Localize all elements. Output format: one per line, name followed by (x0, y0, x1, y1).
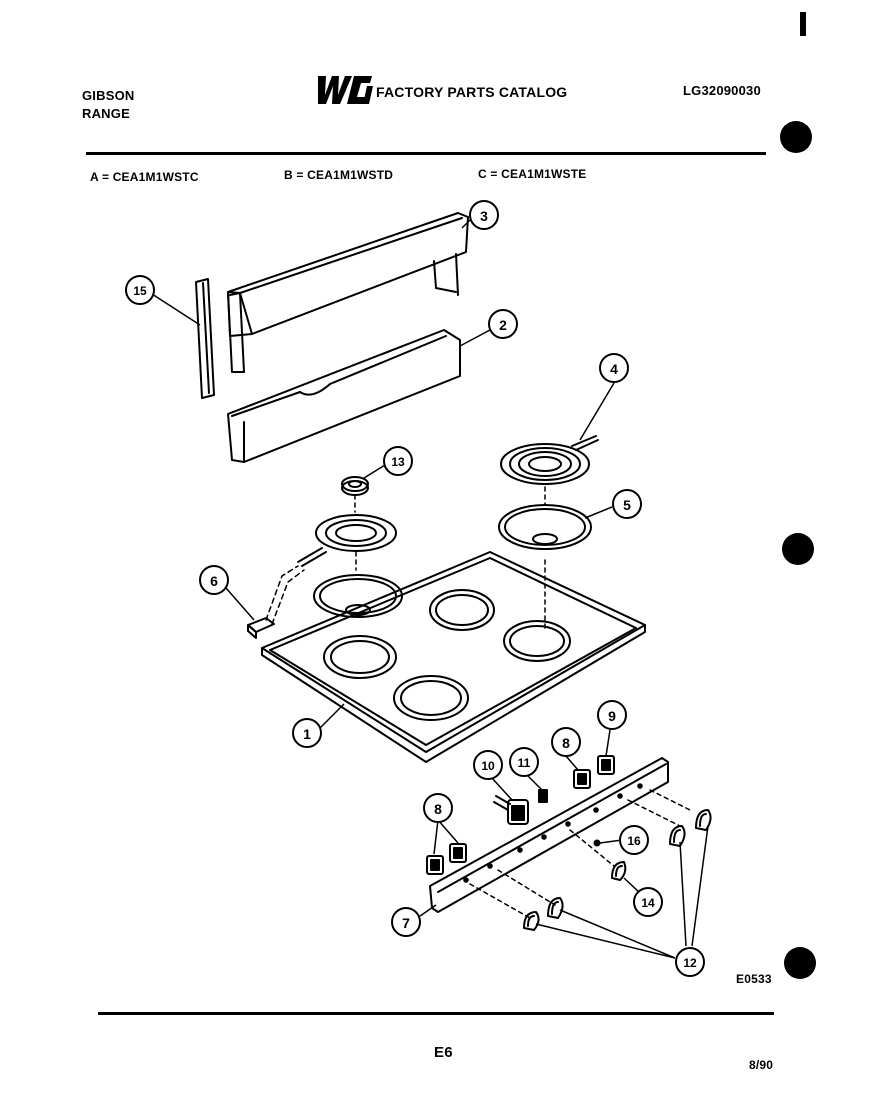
header-rule (86, 152, 766, 155)
footer-rule (98, 1012, 774, 1015)
part-knob-8-left-a (426, 855, 444, 875)
callout-circle-4 (599, 353, 629, 383)
callout-8a: 8 (434, 801, 442, 817)
catalog-title: FACTORY PARTS CATALOG (376, 84, 568, 100)
callout-13: 13 (391, 455, 405, 469)
callout-2: 2 (499, 317, 507, 333)
callout-circle-10 (473, 750, 503, 780)
callout-11: 11 (518, 756, 531, 770)
part-cooktop (261, 551, 646, 763)
drawing-code: E0533 (736, 972, 772, 986)
callout-9: 9 (608, 708, 616, 724)
revision-date: 8/90 (749, 1058, 774, 1072)
callout-7: 7 (402, 915, 410, 931)
callout-1: 1 (303, 726, 311, 742)
page-number: E6 (434, 1044, 453, 1061)
callout-14: 14 (641, 896, 655, 910)
callout-circle-16 (619, 825, 649, 855)
callout-4: 4 (610, 361, 618, 377)
callout-circle-3 (469, 200, 499, 230)
part-surface-element-right (500, 435, 599, 506)
part-terminal-block (247, 565, 305, 639)
brand-name: GIBSON (82, 88, 135, 103)
callout-circles (125, 200, 705, 977)
product-type: RANGE (82, 106, 130, 121)
callout-5: 5 (623, 497, 631, 513)
callout-circle-1 (292, 718, 322, 748)
part-drip-bowl-left (313, 574, 403, 618)
callout-circle-8b (551, 727, 581, 757)
scan-mark (800, 12, 806, 36)
callout-circle-12 (675, 947, 705, 977)
callout-circle-8a (423, 793, 453, 823)
callout-15: 15 (133, 284, 147, 298)
catalog-code: LG32090030 (683, 83, 761, 98)
part-mounting-brackets (523, 809, 712, 931)
binder-hole-top (780, 121, 812, 153)
part-screw (593, 839, 601, 847)
callout-16: 16 (627, 834, 641, 848)
callout-circle-13 (383, 446, 413, 476)
callout-circle-9 (597, 700, 627, 730)
binder-hole-middle (782, 533, 814, 565)
callout-circle-14 (633, 887, 663, 917)
part-lower-panel (227, 329, 461, 463)
model-b: B = CEA1M1WSTD (284, 168, 394, 182)
callout-circle-15 (125, 275, 155, 305)
part-knob-8-right (573, 769, 591, 789)
part-knob-9 (597, 755, 615, 775)
callout-10: 10 (481, 759, 495, 773)
callout-6: 6 (210, 573, 218, 589)
part-surface-element-left (297, 514, 397, 571)
part-ring (341, 476, 369, 513)
callout-8b: 8 (562, 735, 570, 751)
callout-3: 3 (480, 208, 488, 224)
part-small-bracket (611, 861, 627, 881)
model-c: C = CEA1M1WSTE (478, 167, 587, 181)
part-backguard (227, 212, 469, 373)
part-signal-light (538, 789, 548, 803)
part-knob-8-left-b (449, 843, 467, 863)
part-side-trim (195, 278, 215, 399)
model-a: A = CEA1M1WSTC (90, 170, 199, 184)
callout-circle-11 (509, 747, 539, 777)
callout-circle-6 (199, 565, 229, 595)
binder-hole-bottom (784, 947, 816, 979)
part-infinite-switch (493, 795, 529, 825)
callout-circle-7 (391, 907, 421, 937)
wci-logo (312, 73, 374, 107)
callout-circle-5 (612, 489, 642, 519)
leader-lines (151, 219, 709, 959)
callout-12: 12 (683, 956, 697, 970)
callout-circle-2 (488, 309, 518, 339)
